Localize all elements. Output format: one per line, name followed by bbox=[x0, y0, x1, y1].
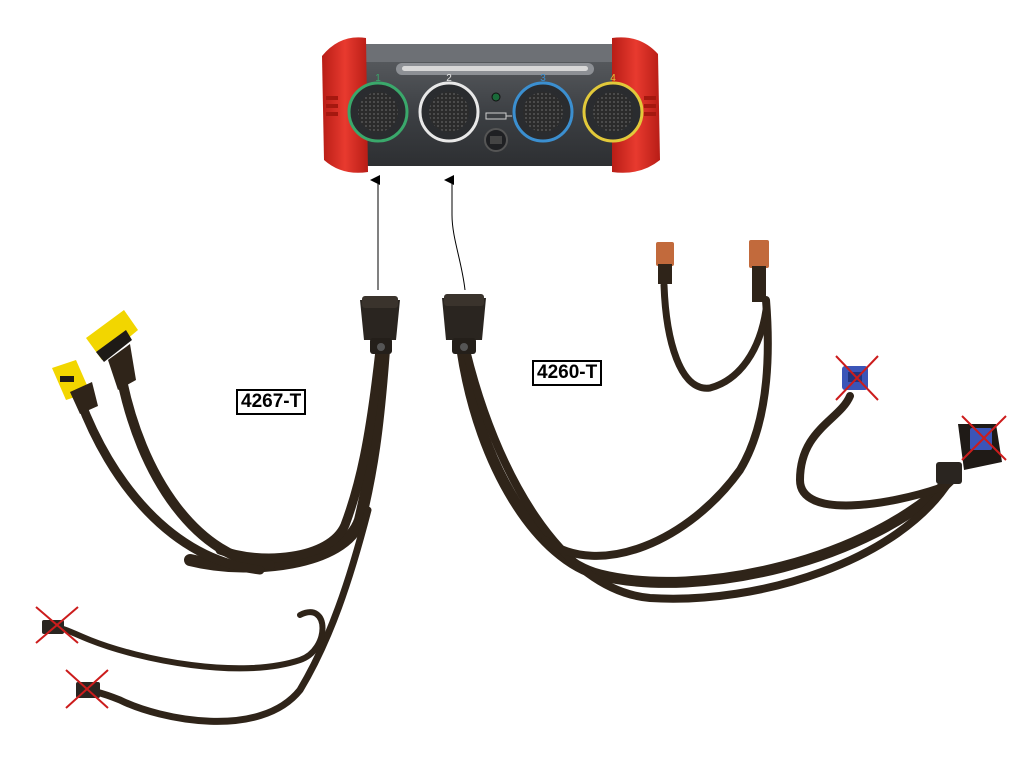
orange-connector-right bbox=[749, 240, 769, 302]
aux-socket-pins bbox=[490, 136, 502, 144]
small-connector-lower-left bbox=[65, 669, 109, 709]
port-number: 1 bbox=[375, 73, 381, 84]
port-number: 4 bbox=[610, 73, 616, 84]
device-body bbox=[336, 62, 640, 166]
blue-connector-right bbox=[936, 415, 1007, 484]
bumper-ridge bbox=[326, 104, 338, 108]
cross-mark bbox=[35, 606, 79, 644]
bumper-ridge bbox=[326, 96, 338, 100]
bumper-ridge bbox=[644, 96, 656, 100]
port-4: 4 bbox=[582, 73, 644, 143]
bumper-ridge bbox=[644, 112, 656, 116]
handle-highlight bbox=[402, 66, 588, 71]
port-number: 2 bbox=[446, 73, 452, 84]
port-number: 3 bbox=[540, 73, 546, 84]
cable-4267-t bbox=[57, 344, 390, 725]
port-1: 1 bbox=[347, 73, 409, 143]
blue-connector-upper bbox=[835, 355, 879, 401]
left-bumper bbox=[322, 37, 368, 173]
cable-4260-t bbox=[456, 281, 956, 603]
status-led bbox=[491, 92, 501, 102]
round-connector-4267 bbox=[360, 296, 400, 354]
port-3: 3 bbox=[512, 73, 574, 143]
cross-mark bbox=[65, 669, 109, 709]
measurement-device: 1 2 3 4 bbox=[322, 37, 660, 173]
round-connector-4260 bbox=[442, 294, 486, 354]
usb-icon bbox=[485, 112, 512, 120]
port-2: 2 bbox=[418, 73, 480, 143]
small-connector-upper-left bbox=[35, 606, 79, 644]
device-lid bbox=[335, 44, 640, 66]
yellow-connector-upper bbox=[86, 310, 138, 390]
cable-label-4267-t: 4267-T bbox=[236, 389, 307, 415]
orange-connector-left bbox=[656, 242, 674, 284]
bumper-ridge bbox=[326, 112, 338, 116]
port-socket bbox=[429, 92, 469, 132]
bumper-ridge bbox=[644, 104, 656, 108]
cable-label-4260-t: 4260-T bbox=[532, 360, 603, 386]
cross-mark bbox=[961, 415, 1007, 461]
port-socket bbox=[358, 92, 398, 132]
port-socket bbox=[523, 92, 563, 132]
cross-mark bbox=[835, 355, 879, 401]
yellow-connector-lower bbox=[52, 360, 98, 414]
port-socket bbox=[593, 92, 633, 132]
arrow-to-port-2 bbox=[444, 175, 466, 291]
